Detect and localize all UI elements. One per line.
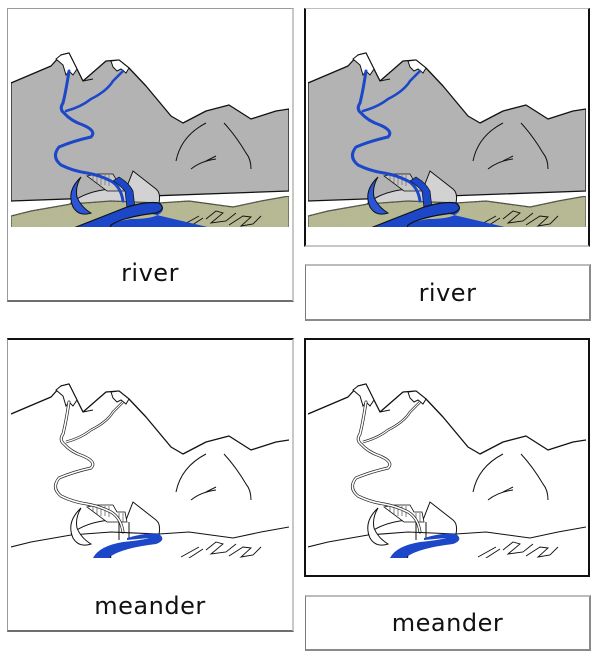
meander-control-card[interactable]: meander [7,338,294,632]
river-label-card[interactable]: river [305,264,591,321]
river-control-card[interactable]: river [7,8,294,302]
river-picture-card[interactable] [304,8,590,247]
meander-picture-illustration [308,372,586,560]
meander-label-text: meander [391,609,504,637]
meander-picture-card[interactable] [304,338,590,577]
river-picture-illustration [308,41,586,229]
river-label-text: river [418,278,477,307]
meander-label-card[interactable]: meander [305,595,591,651]
river-illustration [11,41,289,229]
river-control-label: river [121,259,179,287]
meander-control-label: meander [94,592,206,620]
meander-illustration [11,372,289,560]
